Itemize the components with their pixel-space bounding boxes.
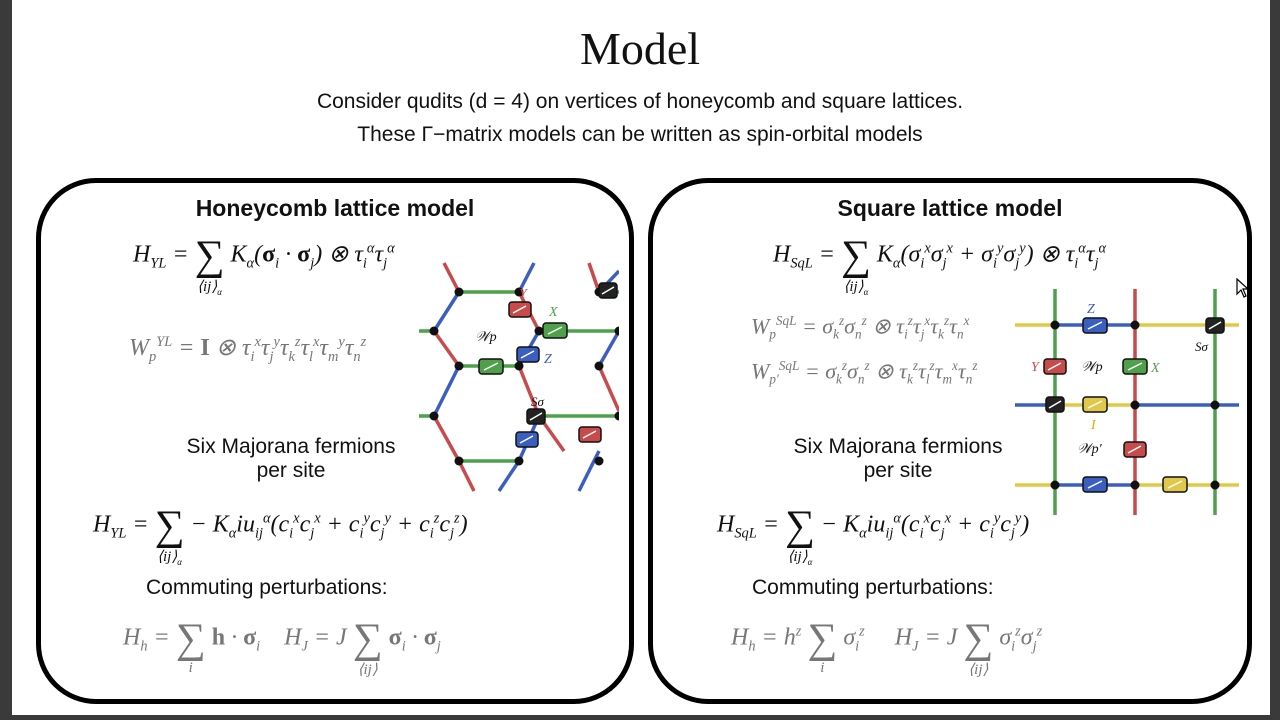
honeycomb-panel: Honeycomb lattice model HYL = ∑⟨ij⟩α Kα(… bbox=[36, 178, 634, 704]
z-label: Z bbox=[544, 352, 552, 367]
honeycomb-lattice-figure: Y X Z 𝒲p Sσ bbox=[419, 262, 619, 492]
i-label: I bbox=[1090, 418, 1097, 433]
z-label: Z bbox=[1087, 302, 1095, 317]
square-perturbation-formulas: Hh = hz ∑i σiz HJ = J ∑⟨ij⟩ σizσjz bbox=[731, 616, 1043, 678]
window-frame-bottom bbox=[0, 715, 1280, 720]
wp-label: 𝒲p bbox=[1081, 360, 1103, 375]
window-frame-right bbox=[1270, 0, 1280, 720]
square-plaquette-operator-p-prime: Wp′SqL = σkzσnz ⊗ τkzτlzτmxτnz bbox=[751, 358, 978, 387]
honeycomb-perturbations-label: Commuting perturbations: bbox=[146, 576, 388, 599]
honeycomb-majorana-hamiltonian: HYL = ∑⟨ij⟩α − Kαiuijα(cixcjx + ciycjy +… bbox=[93, 503, 468, 567]
square-plaquette-operator-p: WpSqL = σkzσnz ⊗ τizτjxτkzτnx bbox=[751, 313, 970, 342]
square-heading: Square lattice model bbox=[837, 195, 1063, 221]
subtitle-line-1: Consider qudits (d = 4) on vertices of h… bbox=[316, 90, 964, 113]
y-label: Y bbox=[519, 287, 529, 302]
subtitle-line-2: These Γ−matrix models can be written as … bbox=[357, 123, 923, 146]
honeycomb-hamiltonian: HYL = ∑⟨ij⟩α Kα(σi · σj) ⊗ τiατjα bbox=[133, 233, 395, 297]
honeycomb-heading: Honeycomb lattice model bbox=[195, 195, 475, 221]
y-label: Y bbox=[1031, 360, 1041, 375]
slide-title: Model bbox=[579, 23, 701, 74]
square-lattice-figure: Z Y X I 𝒲p 𝒲p′ Sσ bbox=[1015, 289, 1239, 515]
square-panel: Square lattice model HSqL = ∑⟨ij⟩α Kα(σi… bbox=[648, 178, 1252, 704]
square-majorana-hamiltonian: HSqL = ∑⟨ij⟩α − Kαiuijα(cixcjx + ciycjy) bbox=[717, 503, 1030, 567]
honeycomb-plaquette-operator: WpYL = I ⊗ τixτjyτkzτlxτmyτnz bbox=[129, 334, 367, 365]
s-sigma-label: Sσ bbox=[1195, 339, 1209, 354]
square-perturbations-label: Commuting perturbations: bbox=[752, 576, 994, 599]
wp-prime-label: 𝒲p′ bbox=[1077, 442, 1103, 457]
square-hamiltonian: HSqL = ∑⟨ij⟩α Kα(σixσjx + σiyσjy) ⊗ τiατ… bbox=[773, 233, 1107, 297]
window-frame-left bbox=[0, 0, 12, 720]
honeycomb-majorana-text: Six Majorana fermions per site bbox=[186, 435, 396, 482]
x-label: X bbox=[548, 305, 558, 320]
wp-label: 𝒲p bbox=[475, 330, 497, 345]
mouse-cursor-icon bbox=[1236, 278, 1250, 298]
x-label: X bbox=[1150, 361, 1160, 376]
square-majorana-text: Six Majorana fermions per site bbox=[793, 435, 1003, 482]
s-sigma-label: Sσ bbox=[531, 394, 545, 409]
honeycomb-perturbation-formulas: Hh = ∑i h · σi HJ = J ∑⟨ij⟩ σi · σj bbox=[123, 616, 441, 678]
